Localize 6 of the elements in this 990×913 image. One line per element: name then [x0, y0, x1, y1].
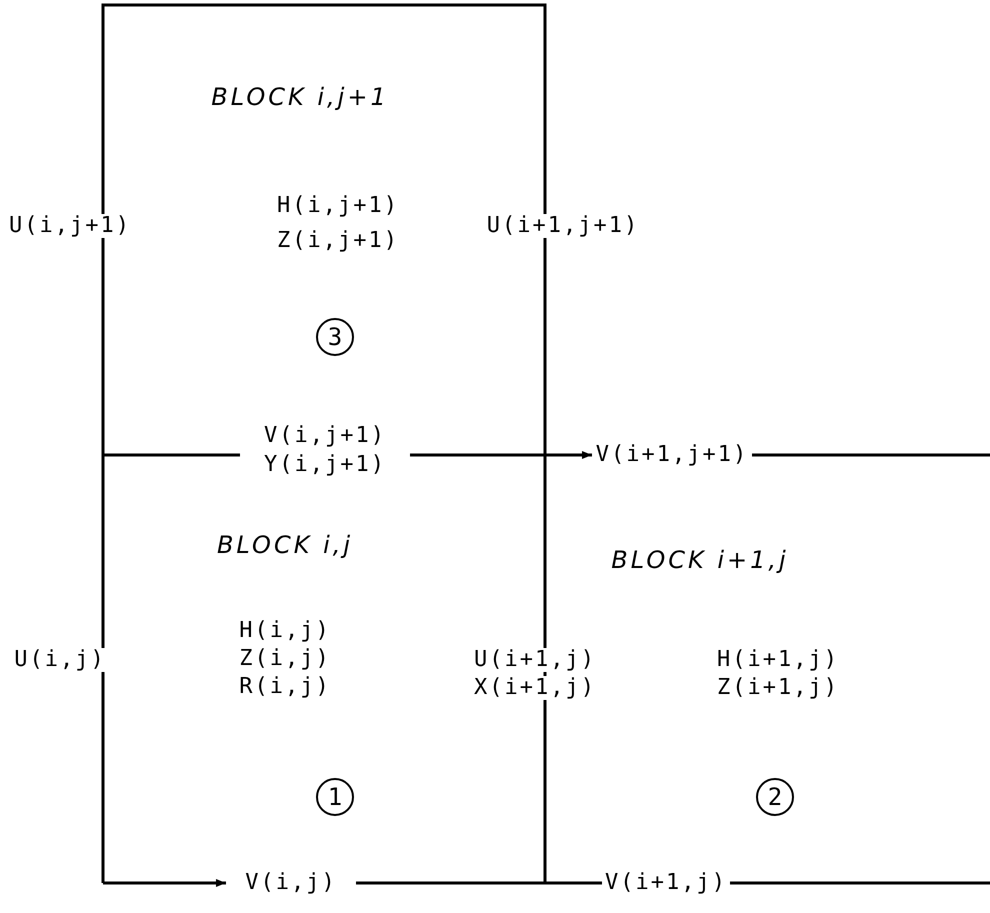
circled-number: 1	[316, 778, 354, 816]
circled-number: 2	[756, 778, 794, 816]
block-heading: BLOCK i,j+1	[210, 84, 390, 110]
block-heading: BLOCK i+1,j	[610, 547, 790, 573]
circled-number: 3	[316, 318, 354, 356]
block-heading: BLOCK i,j	[216, 532, 354, 558]
